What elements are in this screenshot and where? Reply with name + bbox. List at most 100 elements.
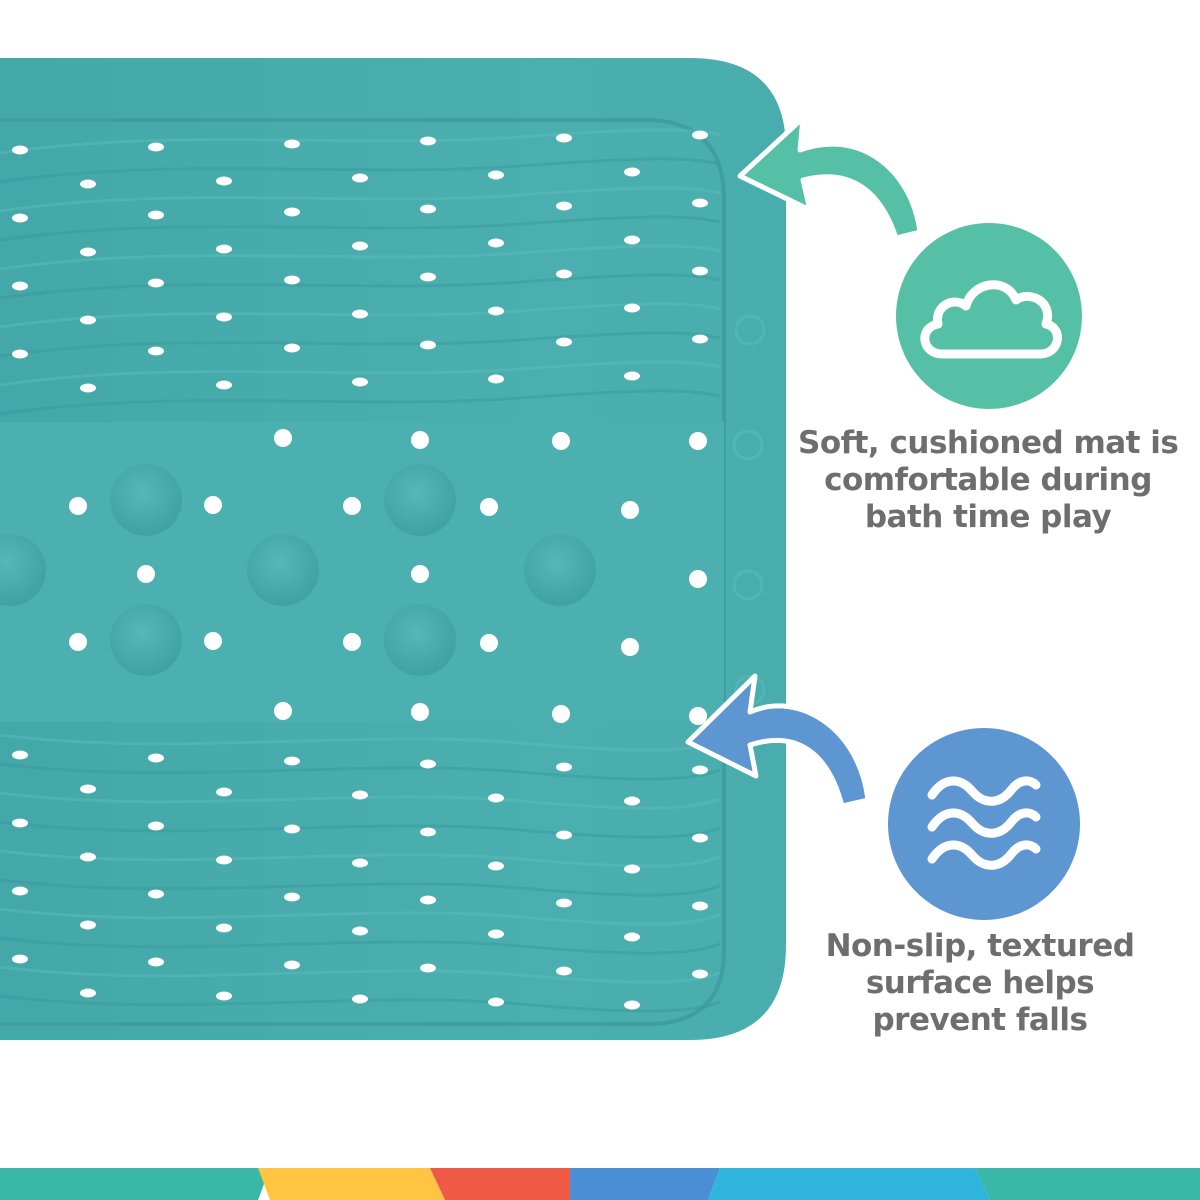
- mat-bump: [384, 464, 456, 536]
- mat-hole: [689, 432, 707, 450]
- decorative-color-strip: [0, 1168, 1200, 1200]
- mat-slot: [352, 173, 368, 183]
- mat-slot: [556, 830, 572, 840]
- mat-hole: [552, 705, 570, 723]
- mat-hole: [480, 498, 498, 516]
- mat-slot: [216, 380, 232, 390]
- mat-slot: [352, 994, 368, 1004]
- caption-line: comfortable during: [824, 462, 1152, 498]
- mat-rib: [0, 965, 721, 984]
- mat-hole: [274, 429, 292, 447]
- mat-rib: [0, 820, 721, 839]
- waves-icon: [927, 776, 1041, 870]
- mat-slot: [488, 793, 504, 803]
- mat-bump: [384, 604, 456, 676]
- arrow-to-edge: [737, 115, 923, 241]
- mat-slot: [352, 926, 368, 936]
- mat-slot: [80, 247, 96, 257]
- mat-slot: [148, 889, 164, 899]
- mat-slot: [692, 765, 708, 775]
- suction-cup: [732, 569, 764, 601]
- cushion-caption: Soft, cushioned mat is comfortable durin…: [798, 425, 1179, 536]
- mat-slot: [80, 383, 96, 393]
- strip-segment: [708, 1168, 990, 1200]
- mat-slot: [284, 207, 300, 217]
- strip-segment: [570, 1168, 720, 1200]
- mat-rib: [0, 936, 721, 955]
- mat-hole: [411, 565, 429, 583]
- mat-slot: [556, 898, 572, 908]
- mat-slot: [284, 824, 300, 834]
- mat-slot: [488, 997, 504, 1007]
- mat-slot: [284, 275, 300, 285]
- mat-slot: [352, 377, 368, 387]
- mat-rib: [0, 878, 721, 897]
- strip-segment: [0, 1168, 270, 1200]
- mat-rib: [0, 360, 721, 387]
- mat-slot: [692, 130, 708, 140]
- mat-slot: [420, 759, 436, 769]
- caption-line: bath time play: [864, 499, 1112, 535]
- mat-slot: [216, 176, 232, 186]
- mat-bump: [110, 464, 182, 536]
- mat-slot: [12, 954, 28, 964]
- mat-slot: [624, 235, 640, 245]
- mat-slot: [556, 966, 572, 976]
- mat-hole: [411, 703, 429, 721]
- suction-cup: [732, 429, 764, 461]
- mat-slot: [488, 861, 504, 871]
- mat-rib: [0, 244, 721, 271]
- mat-slot: [12, 145, 28, 155]
- mat-slot: [216, 312, 232, 322]
- mat-rib: [0, 215, 721, 242]
- mat-bump: [110, 604, 182, 676]
- mat-bump: [247, 534, 319, 606]
- mat-hole: [69, 633, 87, 651]
- mat-slot: [216, 991, 232, 1001]
- mat-slot: [352, 309, 368, 319]
- mat-rib: [0, 907, 721, 926]
- mat-slot: [488, 374, 504, 384]
- mat-slot: [420, 827, 436, 837]
- mat-slot: [420, 204, 436, 214]
- mat-slot: [12, 750, 28, 760]
- mat-rib: [0, 157, 721, 184]
- mat-slot: [284, 892, 300, 902]
- mat-hole: [204, 632, 222, 650]
- mat-slot: [420, 963, 436, 973]
- mat-slot: [12, 818, 28, 828]
- mat-slot: [488, 929, 504, 939]
- mat-slot: [12, 349, 28, 359]
- mat-rib: [0, 186, 721, 213]
- mat-slot: [624, 303, 640, 313]
- mat-slot: [692, 901, 708, 911]
- mat-slot: [624, 167, 640, 177]
- mat-slot: [216, 855, 232, 865]
- mat-slot: [556, 133, 572, 143]
- mat-rib: [0, 791, 721, 810]
- mat-slot: [80, 315, 96, 325]
- mat-slot: [148, 346, 164, 356]
- mat-slot: [624, 371, 640, 381]
- strip-segment: [258, 1168, 445, 1200]
- mat-rib: [0, 128, 721, 155]
- mat-slot: [284, 343, 300, 353]
- mat-hole: [689, 707, 707, 725]
- mat-slot: [284, 139, 300, 149]
- mat-hole: [343, 497, 361, 515]
- mat-slot: [284, 960, 300, 970]
- mat-slot: [556, 337, 572, 347]
- mat-slot: [556, 269, 572, 279]
- mat-rib: [0, 733, 721, 752]
- caption-line: Soft, cushioned mat is: [798, 425, 1179, 461]
- mat-rib: [0, 994, 721, 1013]
- mat-slot: [624, 796, 640, 806]
- mat-slot: [352, 858, 368, 868]
- mat-slot: [420, 340, 436, 350]
- mat-drain-holes: [12, 130, 708, 1010]
- mat-slot: [148, 821, 164, 831]
- mat-ribs-top: [0, 128, 721, 416]
- mat-rib: [0, 302, 721, 329]
- mat-slot: [692, 833, 708, 843]
